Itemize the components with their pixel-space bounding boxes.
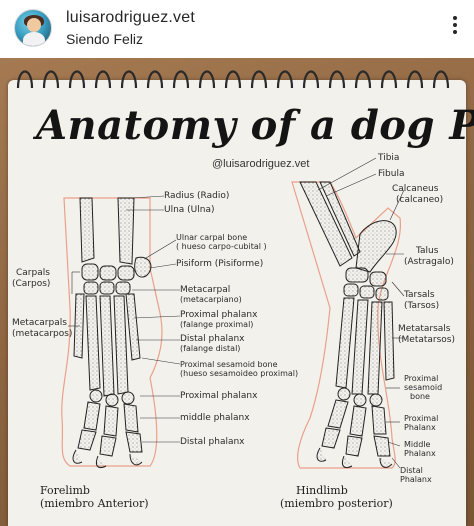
drawing-title: Anatomy of a dog Paw bbox=[36, 102, 474, 149]
forelimb-leader-lines bbox=[68, 195, 181, 443]
label-talus: Talus bbox=[416, 246, 439, 256]
post-photo[interactable]: Anatomy of a dog Paw @luisarodriguez.vet… bbox=[0, 58, 474, 526]
label-metacarpal-es: (metacarpiano) bbox=[180, 295, 242, 304]
label-radius: Radius (Radio) bbox=[164, 191, 230, 201]
label-ulnar-carpal-es: ( hueso carpo-cubital ) bbox=[176, 242, 267, 251]
label-hind-sesamoid: Proximal bbox=[404, 374, 439, 383]
label-proximal-phalanx: Proximal phalanx bbox=[180, 310, 258, 320]
label-distal-phalanx-b: Distal phalanx bbox=[180, 437, 245, 447]
forelimb-bones bbox=[72, 197, 152, 469]
artist-handle: @luisarodriguez.vet bbox=[212, 158, 310, 170]
post-header: luisarodriguez.vet Siendo Feliz bbox=[0, 0, 474, 58]
label-sesamoid: Proximal sesamoid bone bbox=[180, 360, 278, 369]
label-tibia: Tibia bbox=[378, 153, 400, 163]
label-tarsals: Tarsals bbox=[404, 290, 435, 300]
label-tarsals-es: (Tarsos) bbox=[404, 301, 440, 311]
avatar[interactable] bbox=[14, 9, 52, 47]
label-distal-phalanx: Distal phalanx bbox=[180, 334, 245, 344]
label-sesamoid-es: (hueso sesamoideo proximal) bbox=[180, 369, 299, 378]
paw-drawings bbox=[61, 157, 405, 469]
label-middle-phalanx: middle phalanx bbox=[180, 413, 250, 423]
label-calcaneus: Calcaneus bbox=[392, 184, 439, 194]
label-metacarpals: Metacarpals bbox=[12, 318, 67, 328]
label-hind-middle-phalanx-2: Phalanx bbox=[404, 449, 436, 458]
label-hind-sesamoid-2: sesamoid bbox=[404, 383, 443, 392]
label-pisiform: Pisiform (Pisiforme) bbox=[176, 259, 264, 269]
label-ulnar-carpal: Ulnar carpal bone bbox=[176, 233, 248, 242]
hindlimb-bones bbox=[299, 181, 397, 469]
label-fibula: Fibula bbox=[378, 169, 405, 179]
label-hind-proximal-phalanx-2: Phalanx bbox=[404, 423, 436, 432]
label-calcaneus-es: (calcaneo) bbox=[396, 195, 444, 205]
label-metacarpal: Metacarpal bbox=[180, 285, 231, 295]
hindlimb-leader-lines bbox=[317, 157, 405, 469]
username[interactable]: luisarodriguez.vet bbox=[66, 9, 195, 26]
forelimb-caption-es: (miembro Anterior) bbox=[40, 497, 149, 510]
label-metatarsals-es: (Metatarsos) bbox=[398, 335, 455, 345]
hindlimb-caption-es: (miembro posterior) bbox=[280, 497, 393, 510]
spiral-binding bbox=[16, 70, 450, 89]
hindlimb-caption: Hindlimb bbox=[296, 484, 348, 497]
forelimb-caption: Forelimb bbox=[40, 484, 90, 497]
label-metacarpals-es: (metacarpos) bbox=[12, 329, 73, 339]
label-ulna: Ulna (Ulna) bbox=[164, 205, 215, 215]
more-options-icon[interactable] bbox=[448, 14, 462, 40]
label-carpals-es: (Carpos) bbox=[12, 279, 51, 289]
label-proximal-phalanx-es: (falange proximal) bbox=[180, 320, 254, 329]
forelimb-outline bbox=[61, 197, 163, 467]
label-hind-distal-phalanx-2: Phalanx bbox=[400, 475, 432, 484]
hindlimb-outline bbox=[291, 181, 402, 469]
label-hind-sesamoid-3: bone bbox=[410, 392, 430, 401]
label-carpals: Carpals bbox=[16, 268, 50, 278]
label-distal-phalanx-es: (falange distal) bbox=[180, 344, 241, 353]
label-hind-middle-phalanx: Middle bbox=[404, 440, 431, 449]
label-talus-es: (Astragalo) bbox=[404, 257, 454, 267]
label-metatarsals: Metatarsals bbox=[398, 324, 451, 334]
post-subtitle: Siendo Feliz bbox=[66, 31, 144, 47]
label-hind-proximal-phalanx: Proximal bbox=[404, 414, 439, 423]
label-proximal-phalanx-b: Proximal phalanx bbox=[180, 391, 258, 401]
label-hind-distal-phalanx: Distal bbox=[400, 466, 423, 475]
